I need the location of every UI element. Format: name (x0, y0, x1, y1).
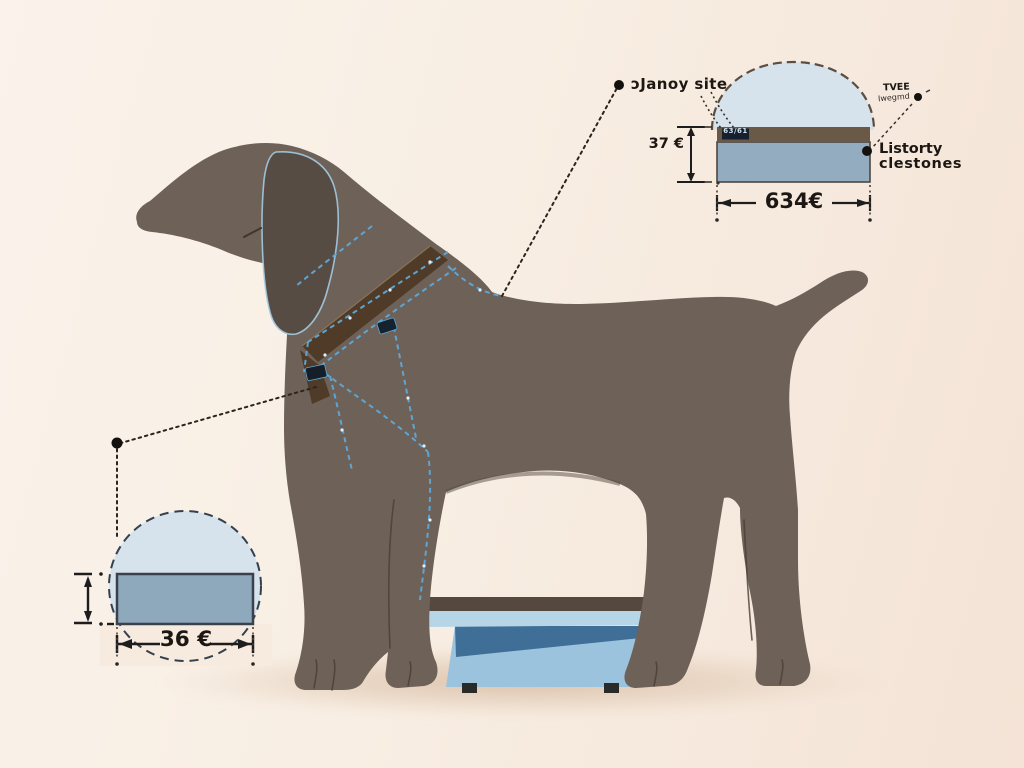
platform-band (455, 626, 641, 657)
dog-mouth-line (243, 227, 262, 238)
dim-extensions-bottom (115, 627, 255, 666)
top-leader-label: ɔJanoy site (631, 75, 728, 93)
harness-buckle-shoulder (376, 317, 398, 335)
side-label-dot (862, 146, 872, 156)
top-side-label-line1: Listorty (879, 141, 943, 157)
dog-harness (295, 225, 503, 601)
top-width-dimension: 634€ (764, 189, 824, 213)
circle-outline (108, 510, 262, 662)
harness-beads (323, 260, 482, 568)
leader-dot-left (111, 437, 123, 449)
leader-line-top (501, 87, 618, 297)
harness-strap-neck (302, 246, 448, 362)
platform-foot-right (604, 683, 619, 693)
harness-buckle-chest (304, 364, 328, 381)
leader-line-left (120, 386, 317, 444)
dog-illustration (136, 142, 868, 691)
dome-outline (710, 60, 876, 131)
note-dot (914, 93, 922, 101)
detail-chip (722, 128, 749, 140)
detail-rect-body (716, 141, 871, 183)
platform-foot-left (462, 683, 477, 693)
platform (418, 597, 669, 693)
top-side-label-line2: clestones (879, 156, 963, 172)
dim-vertical-bottom (74, 572, 114, 626)
bottom-width-dimension: 36 € (159, 627, 213, 652)
dim-extensions-top (715, 185, 872, 222)
dim-vertical-dashdots (704, 126, 720, 185)
leader-lines (116, 87, 618, 541)
dog-leg-lines (313, 499, 784, 691)
dome-fill (712, 62, 874, 130)
leader-dot-top (614, 80, 624, 90)
detail-rect-bar (717, 127, 870, 142)
top-bar-chip-label: 63/61 (723, 127, 748, 135)
bottom-detail-diagram (74, 510, 272, 666)
harness-strap-edge (301, 245, 431, 347)
platform-top (418, 597, 666, 611)
top-height-dimension: 37 € (648, 136, 684, 152)
detail-rect-bottom (115, 572, 255, 626)
dog-belly-shading (445, 471, 621, 494)
platform-fascia (422, 611, 669, 627)
note-connector (862, 89, 931, 156)
dog-ear (261, 151, 340, 336)
dim-vertical (677, 126, 705, 183)
top-detail-diagram (677, 60, 931, 222)
